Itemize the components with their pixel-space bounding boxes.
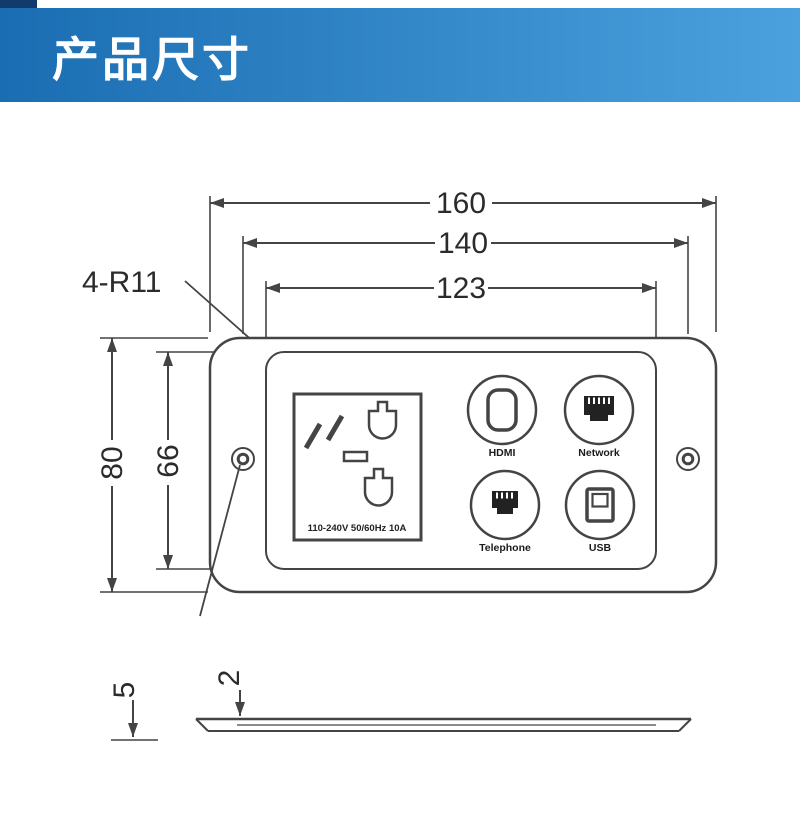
mounting-hole-leader-line <box>199 464 241 617</box>
dim-overall-width-160: 160 <box>209 187 717 332</box>
mounting-hole-right <box>676 447 700 471</box>
power-socket-frame <box>292 392 423 542</box>
faceplate-side-view <box>195 717 692 732</box>
socket-flat-slot-icon <box>342 450 369 463</box>
dim-hole-spacing-140: 140 <box>242 227 689 334</box>
page-title: 产品尺寸 <box>52 32 252 86</box>
socket-rating-label: 110-240V 50/60Hz 10A <box>308 523 407 534</box>
port-label-usb: USB <box>589 542 612 554</box>
faceplate-front-view: 110-240V 50/60Hz 10A HDMI Network <box>199 336 718 617</box>
dim-label-inner-width: 123 <box>436 272 486 305</box>
section-header-banner: 产品尺寸 <box>0 8 800 102</box>
dim-label-hole-spacing: 140 <box>438 227 488 260</box>
port-hdmi: HDMI <box>466 374 538 459</box>
socket-round-slot-icon <box>363 467 394 507</box>
dim-inner-width-123: 123 <box>265 272 657 348</box>
rj11-jack-icon <box>492 491 518 514</box>
rj45-jack-icon <box>584 396 614 421</box>
hdmi-connector-icon <box>486 388 518 432</box>
port-label-telephone: Telephone <box>479 542 531 554</box>
dim-side-thickness-5: 5 <box>108 682 158 741</box>
faceplate-outer-edge <box>208 336 718 594</box>
port-network: Network <box>563 374 635 459</box>
dim-plate-thickness-2: 2 <box>213 670 246 716</box>
socket-ground-slot-icon <box>367 400 398 440</box>
dim-label-total-thickness: 5 <box>108 682 141 699</box>
usb-connector-icon <box>585 487 615 523</box>
dim-label-overall-height: 80 <box>96 446 129 479</box>
dim-label-corner-radius: 4-R11 <box>82 266 161 299</box>
faceplate-inner-edge <box>265 351 657 570</box>
callout-corner-radius: 4-R11 <box>82 266 309 391</box>
power-socket-module: 110-240V 50/60Hz 10A <box>292 392 423 542</box>
port-label-hdmi: HDMI <box>489 447 516 459</box>
port-telephone: Telephone <box>469 469 541 554</box>
socket-pin-slot-left-icon <box>303 422 323 450</box>
port-label-network: Network <box>578 447 620 459</box>
dim-label-plate-thickness: 2 <box>213 670 246 687</box>
dim-label-overall-width: 160 <box>436 187 486 220</box>
dim-overall-height-80: 80 <box>96 337 208 593</box>
socket-pin-slot-right-icon <box>325 414 345 442</box>
port-usb: USB <box>564 469 636 554</box>
mounting-hole-left <box>231 447 255 471</box>
dim-label-inner-height: 66 <box>152 444 185 477</box>
